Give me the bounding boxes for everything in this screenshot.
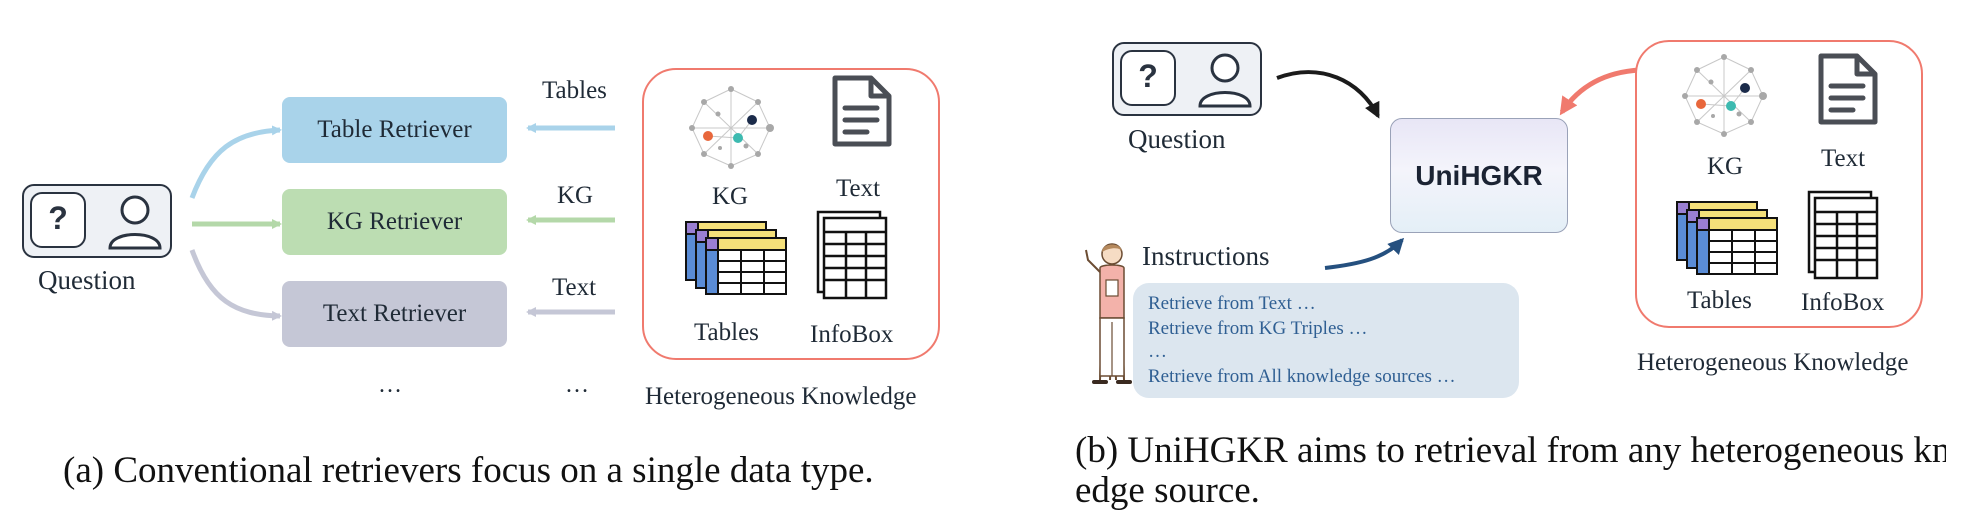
tables-icon [685,221,787,295]
tables-icon-right [1676,201,1778,275]
table-retriever-box: Table Retriever [282,97,507,163]
kg-arrow-label: KG [557,182,594,209]
arrow-question-to-table [189,125,282,199]
arrow-knowledge-to-unihgkr [1559,67,1641,116]
text-item-label: Text [836,175,881,202]
heterogeneous-knowledge-box-right: KG Text Tables [1635,40,1923,328]
infobox-item-label-right: InfoBox [1801,289,1885,316]
question-label-right: Question [1128,124,1226,154]
instructions-box: Retrieve from Text … Retrieve from KG Tr… [1133,283,1519,398]
instruction-line-3: … [1148,341,1167,362]
person-with-clipboard-icon [1085,243,1132,384]
arrow-question-to-unihgkr [1276,70,1380,119]
text-arrow-label: Text [552,274,597,301]
instructions-label: Instructions [1142,241,1270,271]
tables-item-label-right: Tables [1687,287,1752,314]
arrow-instructions-to-unihgkr [1324,237,1405,270]
infobox-icon [816,210,888,300]
instruction-line-4: Retrieve from All knowledge sources … [1148,366,1456,387]
kg-network-icon-right [1682,54,1767,137]
question-icon-box: ? [22,184,172,258]
text-document-icon-right [1818,53,1878,125]
infobox-icon-right [1807,190,1879,280]
right-edge-crop [1946,0,1968,524]
tables-arrow-label: Tables [542,77,607,104]
person-icon [108,195,162,250]
caption-a: (a) Conventional retrievers focus on a s… [63,450,874,491]
caption-b-line1: (b) UniHGKR aims to retrieval from any h… [1075,430,1968,471]
retriever-ellipsis: … [378,372,402,398]
knowledge-caption-left: Heterogeneous Knowledge [645,383,917,410]
heterogeneous-knowledge-box: KG Text Tables [642,68,940,360]
text-item-label-right: Text [1821,145,1866,172]
unihgkr-label: UniHGKR [1415,159,1543,191]
text-retriever-box: Text Retriever [282,281,507,347]
question-mark-icon-right: ? [1120,50,1176,106]
text-document-icon [832,75,892,147]
unihgkr-model-box: UniHGKR [1390,118,1568,233]
label-ellipsis: … [565,372,589,398]
tables-item-label: Tables [694,319,759,346]
question-mark-icon: ? [30,192,86,248]
question-label: Question [38,265,136,295]
arrow-question-to-text [189,249,282,321]
kg-item-label: KG [712,183,749,210]
person-icon-right [1198,53,1252,108]
question-icon-box-right: ? [1112,42,1262,116]
caption-b-line2: edge source. [1075,470,1260,511]
kg-network-icon [689,86,774,169]
instruction-line-1: Retrieve from Text … [1148,293,1316,314]
kg-item-label-right: KG [1707,153,1744,180]
kg-retriever-box: KG Retriever [282,189,507,255]
infobox-item-label: InfoBox [810,321,894,348]
instruction-line-2: Retrieve from KG Triples … [1148,318,1368,339]
knowledge-caption-right: Heterogeneous Knowledge [1637,349,1909,376]
